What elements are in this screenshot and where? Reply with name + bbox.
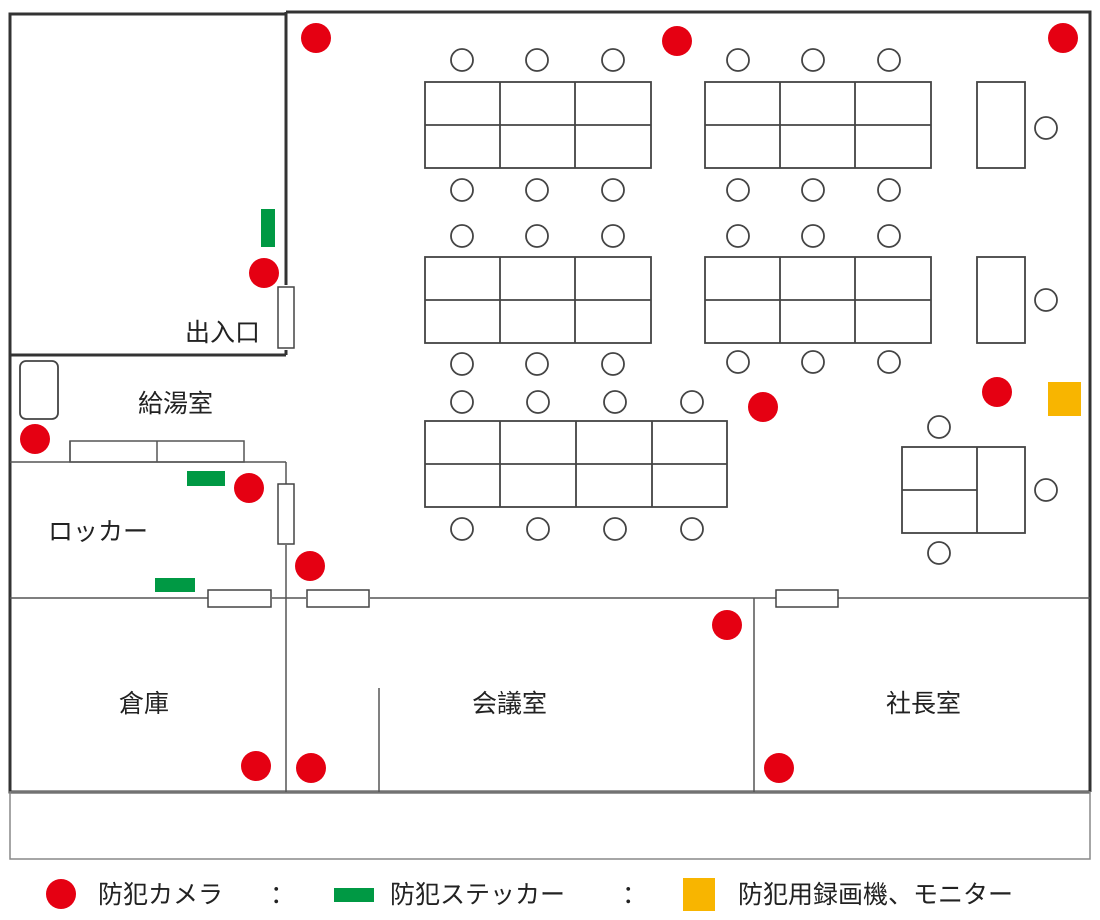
chair (801, 48, 825, 72)
chair (603, 390, 627, 414)
storage-door[interactable] (207, 589, 272, 608)
security-camera-icon (296, 753, 326, 783)
chair (1034, 116, 1058, 140)
chair (801, 224, 825, 248)
recorder-monitor-icon (1048, 382, 1081, 416)
chair (801, 178, 825, 202)
side-desk-2 (976, 256, 1026, 344)
chair (526, 390, 550, 414)
chairs (450, 48, 1058, 565)
desks (424, 81, 1026, 534)
chair (450, 178, 474, 202)
legend-separator: ： (270, 880, 295, 909)
desk-group-2b (704, 256, 932, 344)
chair (450, 517, 474, 541)
chair (450, 224, 474, 248)
chair (601, 48, 625, 72)
chair (525, 48, 549, 72)
legend-camera-label: 防犯カメラ (98, 880, 223, 909)
security-camera-icon (241, 751, 271, 781)
legend-separator: ： (622, 880, 647, 909)
chair (927, 541, 951, 565)
legend-sticker-label: 防犯ステッカー (390, 880, 565, 909)
storage-label: 倉庫 (119, 689, 169, 718)
meeting-door[interactable] (306, 589, 370, 608)
security-stickers (155, 209, 275, 592)
chair (680, 517, 704, 541)
chair (1034, 478, 1058, 502)
security-camera-icon (712, 610, 742, 640)
security-camera-icon (748, 392, 778, 422)
legend-recorder-icon (683, 878, 715, 911)
security-camera-icon (20, 424, 50, 454)
legend-camera-icon (46, 879, 76, 909)
security-sticker-icon (155, 578, 195, 592)
chair (927, 415, 951, 439)
main-office-wall (286, 10, 1092, 792)
partitions (10, 440, 1090, 792)
chair (726, 178, 750, 202)
sink (19, 360, 59, 420)
chair (801, 350, 825, 374)
security-sticker-icon (261, 209, 275, 247)
doors (207, 286, 839, 608)
chair (726, 350, 750, 374)
desk-group-2a (424, 256, 652, 344)
entrance-room-wall (8, 12, 286, 357)
chair (525, 178, 549, 202)
chair (601, 224, 625, 248)
security-camera-icon (662, 26, 692, 56)
chair (450, 390, 474, 414)
president-door[interactable] (775, 589, 839, 608)
entrance-door[interactable] (277, 286, 295, 349)
chair (601, 178, 625, 202)
security-camera-icon (982, 377, 1012, 407)
bottom-strip (9, 791, 1091, 860)
desk-group-1a (424, 81, 652, 169)
locker-label: ロッカー (48, 517, 148, 546)
chair (450, 48, 474, 72)
security-camera-icon (234, 473, 264, 503)
kitchen-label: 給湯室 (138, 389, 213, 418)
chair (525, 352, 549, 376)
chair (877, 224, 901, 248)
legend: 防犯カメラ ： 防犯ステッカー ： 防犯用録画機、モニター (46, 878, 1013, 911)
small-table (901, 446, 1026, 534)
chair (726, 48, 750, 72)
security-camera-icon (1048, 23, 1078, 53)
desk-group-3 (424, 420, 728, 508)
meeting-room-label: 会議室 (472, 689, 547, 718)
side-desk-1 (976, 81, 1026, 169)
security-sticker-icon (187, 471, 225, 486)
desk-group-1b (704, 81, 932, 169)
security-camera-icon (301, 23, 331, 53)
chair (877, 178, 901, 202)
legend-recorder-label: 防犯用録画機、モニター (738, 880, 1013, 909)
locker-door[interactable] (277, 483, 295, 545)
chair (877, 48, 901, 72)
security-camera-icon (295, 551, 325, 581)
chair (680, 390, 704, 414)
chair (526, 517, 550, 541)
entrance-label: 出入口 (185, 318, 260, 347)
chair (1034, 288, 1058, 312)
chair (450, 352, 474, 376)
chair (726, 224, 750, 248)
chair (603, 517, 627, 541)
legend-sticker-icon (334, 888, 374, 902)
chair (877, 350, 901, 374)
security-cameras (20, 23, 1078, 783)
security-camera-icon (249, 258, 279, 288)
chair (601, 352, 625, 376)
chair (525, 224, 549, 248)
president-room-label: 社長室 (886, 689, 961, 718)
security-camera-icon (764, 753, 794, 783)
